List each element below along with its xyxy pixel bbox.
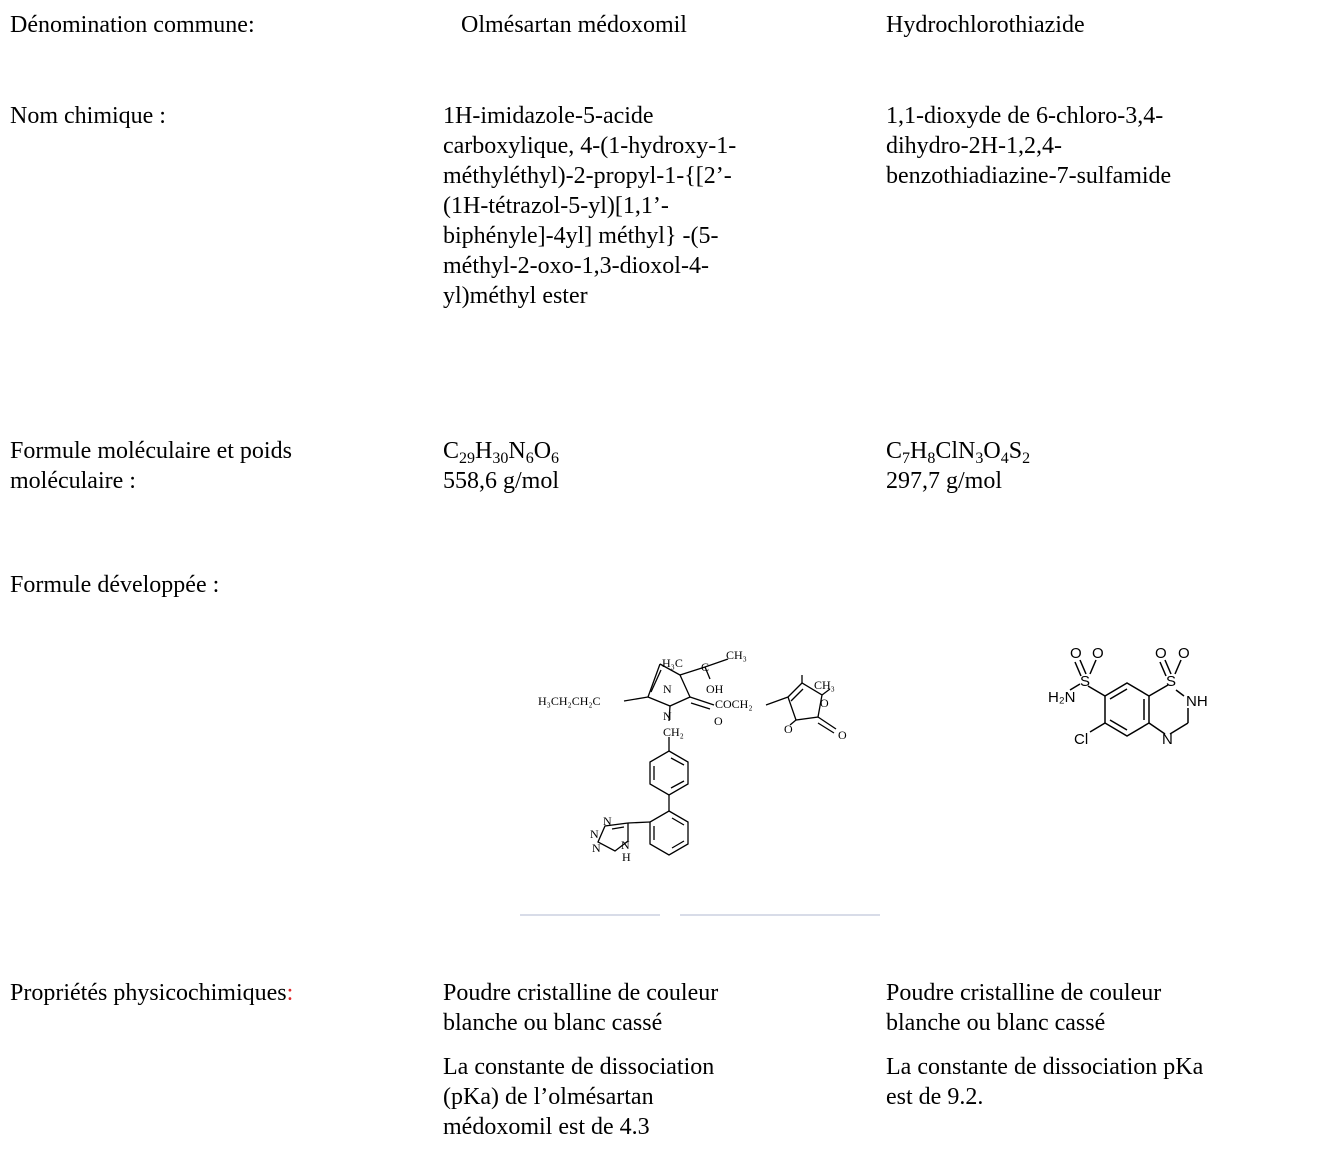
svg-text:N: N bbox=[592, 841, 601, 855]
text-line: benzothiadiazine-7-sulfamide bbox=[886, 163, 1172, 189]
svg-text:COCH₂: COCH₂ bbox=[715, 697, 753, 711]
text-line: méthyléthyl)-2-propyl-1-{[2’- bbox=[443, 163, 732, 189]
svg-text:H₃CH₂CH₂C: H₃CH₂CH₂C bbox=[538, 694, 601, 708]
svg-text:CH₃: CH₃ bbox=[726, 648, 747, 662]
text-line: Poudre cristalline de couleur bbox=[443, 980, 719, 1006]
proprietes-label: Propriétés physicochimiques: bbox=[10, 980, 294, 1006]
formule-label: Formule moléculaire et poids moléculaire… bbox=[10, 436, 410, 496]
svg-text:C: C bbox=[701, 660, 709, 674]
text-line: yl)méthyl ester bbox=[443, 283, 588, 309]
olmesartan-formula: C29H30N6O6 bbox=[443, 438, 560, 467]
text-line: La constante de dissociation pKa bbox=[886, 1054, 1204, 1080]
denomination-label: Dénomination commune: bbox=[10, 12, 255, 38]
text-line: blanche ou blanc cassé bbox=[886, 1010, 1106, 1036]
text-line: moléculaire : bbox=[10, 468, 136, 494]
hctz-formula: C7H8ClN3O4S2 bbox=[886, 438, 1031, 467]
faint-separator-line bbox=[520, 914, 880, 916]
svg-text:CH₂: CH₂ bbox=[663, 725, 684, 739]
hctz-structure-diagram: O O O O S S H₂N NH N Cl bbox=[1048, 645, 1208, 748]
text-line: 1H-imidazole-5-acide bbox=[443, 103, 654, 129]
svg-text:S: S bbox=[1080, 673, 1090, 690]
text-line: carboxylique, 4-(1-hydroxy-1- bbox=[443, 133, 737, 159]
svg-text:H: H bbox=[622, 850, 631, 864]
olmesartan-formula-block: C29H30N6O6 558,6 g/mol bbox=[443, 436, 843, 496]
hctz-properties: Poudre cristalline de couleur blanche ou… bbox=[886, 978, 1326, 1112]
svg-text:O: O bbox=[1070, 645, 1082, 662]
svg-text:N: N bbox=[590, 827, 599, 841]
hctz-formula-block: C7H8ClN3O4S2 297,7 g/mol bbox=[886, 436, 1326, 496]
olmesartan-weight: 558,6 g/mol bbox=[443, 468, 560, 494]
svg-text:N: N bbox=[1162, 731, 1173, 748]
olmesartan-chemical-name: 1H-imidazole-5-acide carboxylique, 4-(1-… bbox=[443, 101, 843, 311]
svg-text:O: O bbox=[784, 722, 793, 736]
svg-text:O: O bbox=[820, 696, 829, 710]
text-line: La constante de dissociation bbox=[443, 1054, 715, 1080]
svg-text:O: O bbox=[714, 714, 723, 728]
text-line: médoxomil est de 4.3 bbox=[443, 1114, 650, 1140]
text-line: Formule moléculaire et poids bbox=[10, 438, 292, 464]
nom-chimique-label: Nom chimique : bbox=[10, 103, 166, 129]
svg-text:N: N bbox=[663, 682, 672, 696]
text-line: biphényle]-4yl] méthyl} -(5- bbox=[443, 223, 719, 249]
text-line: méthyl-2-oxo-1,3-dioxol-4- bbox=[443, 253, 709, 279]
svg-text:N: N bbox=[603, 814, 612, 828]
text-line: Poudre cristalline de couleur bbox=[886, 980, 1162, 1006]
svg-text:O: O bbox=[1155, 645, 1167, 662]
svg-text:OH: OH bbox=[706, 682, 724, 696]
hctz-weight: 297,7 g/mol bbox=[886, 468, 1003, 494]
svg-text:S: S bbox=[1166, 673, 1176, 690]
svg-text:CH₃: CH₃ bbox=[814, 678, 835, 692]
text-line: est de 9.2. bbox=[886, 1084, 984, 1110]
hydrochlorothiazide-name: Hydrochlorothiazide bbox=[886, 12, 1085, 38]
text-line: (pKa) de l’olmésartan bbox=[443, 1084, 654, 1110]
svg-text:O: O bbox=[1092, 645, 1104, 662]
svg-text:Cl: Cl bbox=[1074, 731, 1088, 748]
text-line: dihydro-2H-1,2,4- bbox=[886, 133, 1062, 159]
text-line: 1,1-dioxyde de 6-chloro-3,4- bbox=[886, 103, 1164, 129]
svg-text:O: O bbox=[1178, 645, 1190, 662]
svg-text:H₃C: H₃C bbox=[662, 656, 683, 670]
svg-text:NH: NH bbox=[1186, 693, 1208, 710]
olmesartan-name: Olmésartan médoxomil bbox=[461, 12, 687, 38]
svg-text:H₂N: H₂N bbox=[1048, 689, 1076, 706]
svg-text:N: N bbox=[621, 838, 630, 852]
svg-text:O: O bbox=[838, 728, 847, 742]
hctz-chemical-name: 1,1-dioxyde de 6-chloro-3,4- dihydro-2H-… bbox=[886, 101, 1326, 191]
svg-text:N: N bbox=[663, 709, 672, 723]
text-line: (1H-tétrazol-5-yl)[1,1’- bbox=[443, 193, 669, 219]
formule-developpee-label: Formule développée : bbox=[10, 572, 220, 598]
olmesartan-structure-diagram: H₃C CH₃ C OH N H₃CH₂CH₂C N CH₂ CH₃ COCH₂… bbox=[538, 648, 847, 864]
text-line: blanche ou blanc cassé bbox=[443, 1010, 663, 1036]
olmesartan-properties: Poudre cristalline de couleur blanche ou… bbox=[443, 978, 843, 1142]
